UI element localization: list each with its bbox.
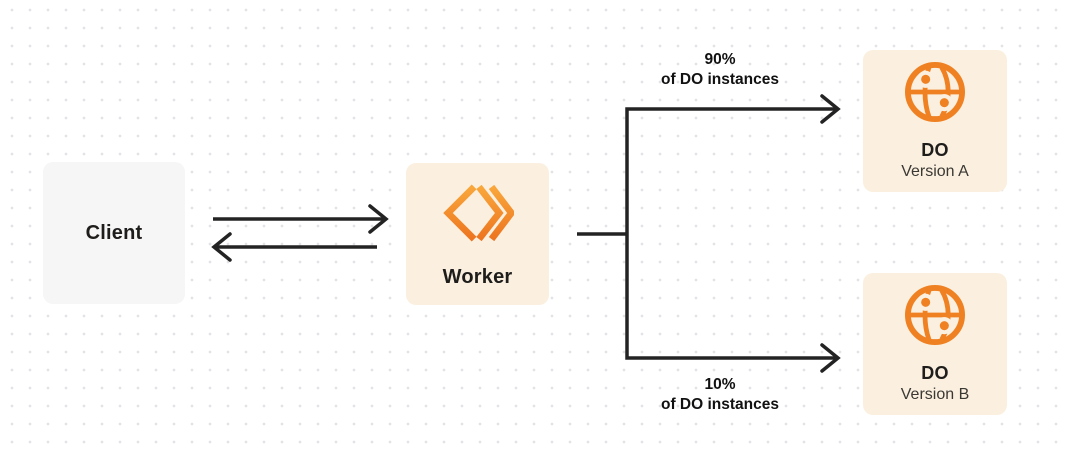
branch-bottom-percent: 10% — [704, 376, 736, 393]
branch-bottom-caption: of DO instances — [661, 396, 779, 413]
do-version-b-node: DO Version B — [863, 273, 1007, 415]
branch-bottom-label: 10% of DO instances — [610, 375, 830, 415]
do-b-subtitle: Version B — [900, 386, 970, 403]
do-a-title: DO — [921, 140, 949, 160]
client-label: Client — [85, 221, 143, 244]
arrowhead-client-to-worker — [368, 204, 389, 234]
branch-top-percent: 90% — [704, 51, 736, 68]
client-node: Client — [43, 162, 185, 304]
globe-icon — [902, 283, 968, 347]
branch-top-label: 90% of DO instances — [610, 50, 830, 90]
do-b-title: DO — [921, 363, 949, 383]
globe-icon — [902, 60, 968, 124]
worker-label: Worker — [442, 266, 513, 288]
do-a-subtitle: Version A — [901, 163, 969, 180]
branch-top-caption: of DO instances — [661, 71, 779, 88]
worker-node: Worker — [406, 163, 549, 305]
arrowhead-to-version-a — [820, 94, 841, 124]
workers-icon — [442, 184, 516, 242]
arrowhead-worker-to-client — [211, 232, 232, 262]
branch-trunk — [625, 107, 838, 360]
arrowhead-to-version-b — [820, 343, 841, 373]
do-version-a-node: DO Version A — [863, 50, 1007, 192]
